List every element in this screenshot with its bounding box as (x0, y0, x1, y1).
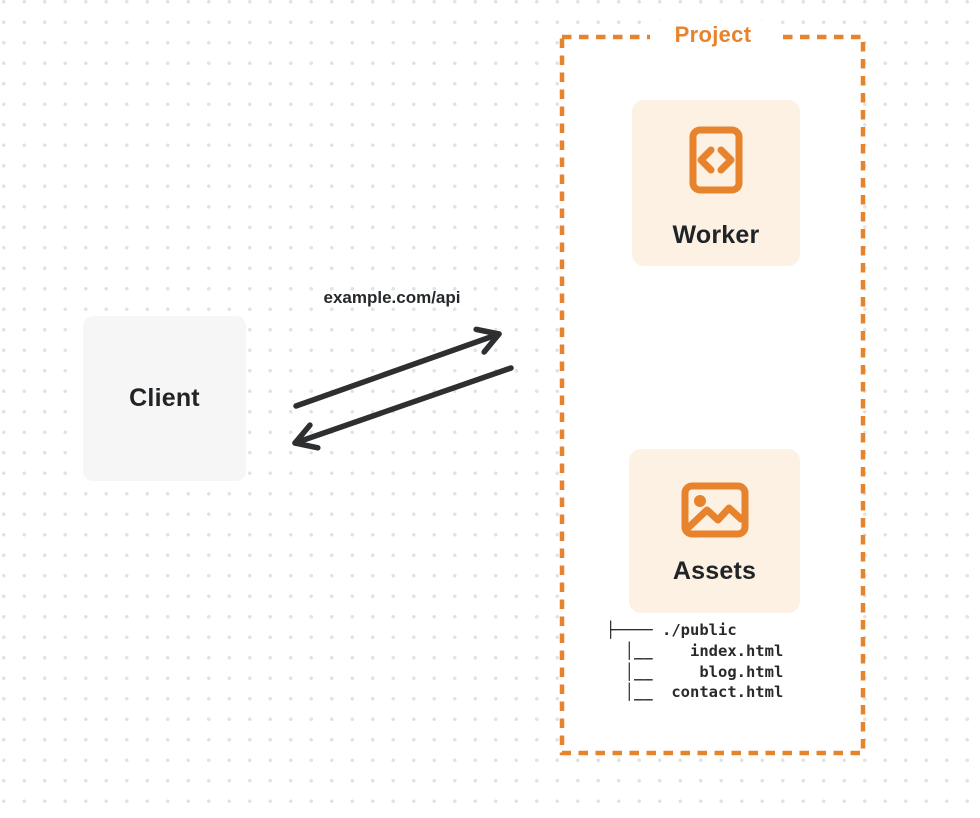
worker-node: Worker (632, 100, 800, 266)
request-arrow (293, 326, 502, 409)
worker-label: Worker (672, 221, 760, 249)
assets-node: Assets (629, 449, 800, 613)
assets-label: Assets (672, 557, 757, 585)
client-label: Client (129, 384, 200, 412)
client-node: Client (83, 316, 246, 481)
code-file-icon (689, 126, 743, 194)
request-url-label: example.com/api (323, 288, 461, 307)
response-arrow (292, 365, 514, 451)
file-tree: ├──── ./public │__ index.html │__ blog.h… (606, 621, 784, 702)
project-group-label: Project (650, 21, 776, 50)
image-icon (681, 482, 748, 538)
